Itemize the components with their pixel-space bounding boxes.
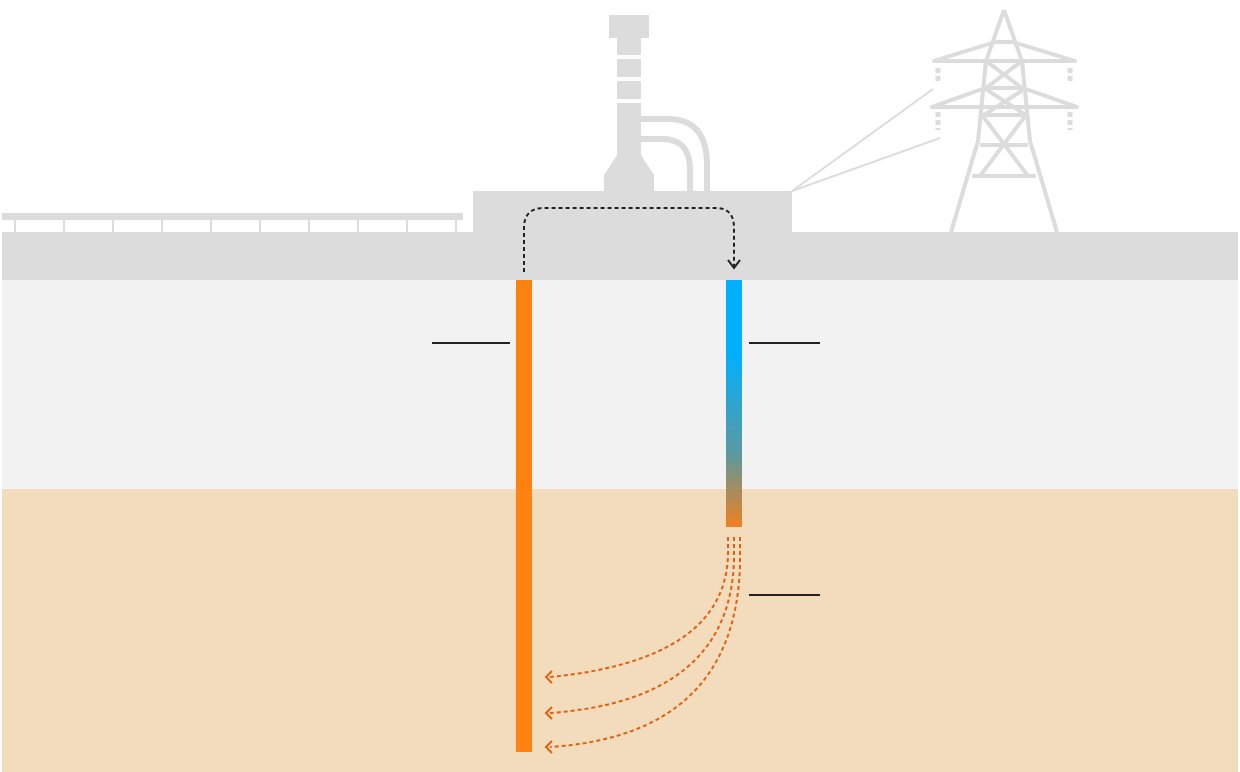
lower-rock-layer <box>2 489 1238 772</box>
solar-panel-post <box>406 220 408 232</box>
transmission-tower-icon <box>930 9 1079 233</box>
upper-rock-layer <box>2 280 1238 489</box>
reservoir-flow-arrows <box>544 537 741 754</box>
injection-well <box>726 280 742 527</box>
solar-panel-post <box>14 220 16 232</box>
solar-panel-post <box>455 220 457 232</box>
power-lines <box>791 88 941 192</box>
plant-flow-arrow <box>523 207 741 272</box>
solar-panel-post <box>161 220 163 232</box>
solar-panel-post <box>63 220 65 232</box>
label-leader-lines <box>432 342 820 596</box>
solar-panel-post <box>308 220 310 232</box>
solar-panel-post <box>357 220 359 232</box>
power-plant-building <box>473 191 792 232</box>
production-well <box>516 280 532 752</box>
solar-panel-post <box>112 220 114 232</box>
solar-panel-post <box>210 220 212 232</box>
solar-panel-post <box>259 220 261 232</box>
solar-panel-array <box>2 213 463 232</box>
surface-ground <box>2 232 1238 280</box>
chimney <box>604 15 654 191</box>
plant-pipes <box>641 116 710 191</box>
